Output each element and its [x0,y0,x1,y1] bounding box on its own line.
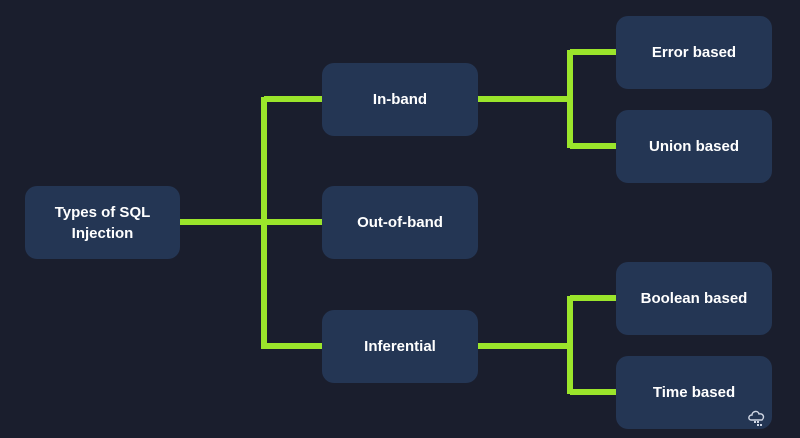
node-label: Inferential [364,338,436,355]
node-label: In-band [372,91,428,108]
cloud-logo-icon [748,410,765,426]
node-error-based: Error based [616,16,772,89]
node-label: Out-of-band [357,214,443,231]
node-label: Error based [651,44,737,61]
node-label: Union based [648,138,739,155]
node-label: Time based [652,384,736,401]
node-union-based: Union based [616,110,772,183]
node-time-based: Time based [616,356,772,429]
node-inferential: Inferential [322,310,478,383]
node-in-band: In-band [322,63,478,136]
node-label: Types of SQL Injection [54,203,151,242]
node-types-of-sql-injection: Types of SQL Injection [25,186,180,259]
node-boolean-based: Boolean based [616,262,772,335]
node-label: Boolean based [640,290,748,307]
node-out-of-band: Out-of-band [322,186,478,259]
